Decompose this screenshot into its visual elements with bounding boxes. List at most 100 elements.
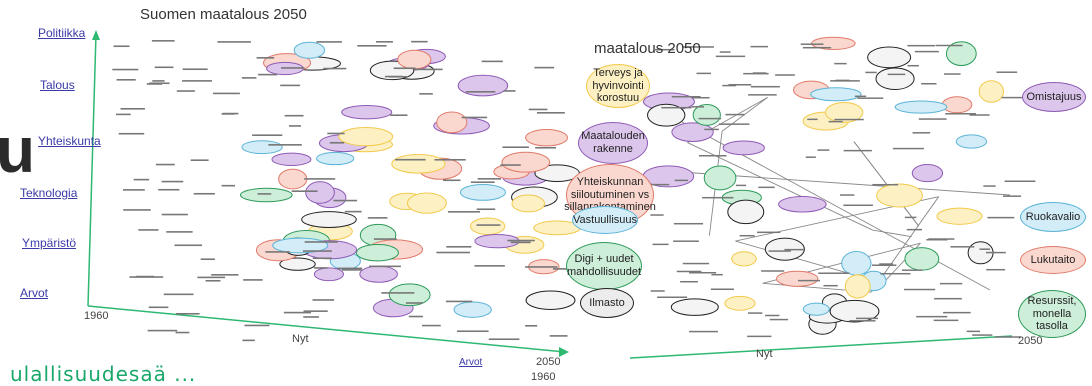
left-note-text [503, 90, 516, 92]
left-topic-bubble [406, 192, 447, 214]
right-connector-line [853, 141, 920, 227]
left-note-text [116, 113, 131, 116]
left-note-text [341, 269, 362, 271]
right-note-text [671, 95, 701, 98]
left-note-text [242, 339, 255, 342]
left-topic-bubble [293, 41, 326, 59]
right-topic-bubble [894, 100, 948, 114]
left-topic-bubble [436, 111, 468, 134]
left-note-text [405, 302, 423, 304]
row-label-ymparisto[interactable]: Ympäristö [22, 236, 77, 250]
left-panel-title: Suomen maatalous 2050 [140, 6, 307, 23]
right-note-text [994, 336, 1021, 338]
right-note-text [979, 248, 991, 250]
right-note-text [702, 196, 734, 199]
right-note-text [926, 238, 948, 241]
left-topic-bubble [341, 104, 393, 120]
left-note-text [528, 108, 548, 111]
right-note-text [950, 246, 975, 248]
left-note-text [281, 67, 305, 69]
left-note-text [553, 268, 570, 270]
right-note-text [674, 179, 689, 182]
left-note-text [474, 265, 505, 267]
right-note-text [871, 264, 897, 266]
partial-row-label[interactable]: Arvot [459, 357, 483, 368]
left-note-text [283, 311, 312, 314]
right-note-text [935, 44, 963, 47]
left-topic-bubble [278, 168, 308, 190]
left-note-text [163, 293, 194, 296]
left-note-text [182, 68, 208, 71]
right-note-text [682, 46, 714, 48]
left-topic-bubble [501, 151, 551, 173]
row-label-yhteiskunta[interactable]: Yhteiskunta [38, 134, 101, 148]
left-note-text [436, 251, 470, 254]
right-topic-bubble [776, 270, 819, 287]
row-label-talous[interactable]: Talous [40, 78, 75, 92]
right-note-text [761, 270, 785, 272]
left-note-text [244, 324, 270, 327]
left-note-text [243, 279, 263, 281]
right-note-text [807, 118, 818, 121]
right-topic-bubble [810, 87, 862, 102]
right-note-text [903, 288, 936, 291]
left-note-text [200, 258, 215, 261]
right-topic-bubble [670, 298, 719, 316]
right-note-text [914, 50, 939, 53]
right-note-text [784, 248, 804, 251]
left-note-text [414, 68, 443, 71]
right-note-text [943, 73, 961, 75]
left-note-text [174, 244, 203, 247]
left-note-text [166, 231, 193, 233]
left-topic-bubble [316, 151, 355, 166]
left-note-text [302, 250, 332, 252]
right-note-text [735, 184, 747, 187]
left-note-text [138, 229, 159, 231]
right-topic-bubble [724, 295, 756, 311]
right-note-text [775, 74, 795, 76]
left-note-text [133, 178, 150, 181]
left-y-axis-arrow [92, 30, 100, 40]
left-note-text [205, 279, 221, 282]
left-note-text [316, 41, 342, 43]
left-note-text [241, 77, 257, 79]
right-note-text [933, 319, 959, 322]
right-note-text [817, 149, 830, 151]
right-note-text [748, 94, 777, 96]
left-note-text [395, 158, 426, 161]
row-label-teknologia[interactable]: Teknologia [20, 186, 78, 200]
right-connector-line [872, 229, 912, 238]
left-note-text [367, 217, 388, 219]
left-topic-bubble [271, 152, 312, 166]
right-note-text [805, 156, 816, 158]
partial-footer-text: ulallisuudesaä ... [10, 362, 197, 386]
left-note-text [337, 267, 363, 270]
left-note-text [535, 146, 557, 149]
left-note-text [312, 257, 332, 260]
row-label-arvot[interactable]: Arvot [20, 286, 49, 300]
right-topic-bubble [841, 251, 872, 276]
right-note-text [765, 314, 780, 317]
left-note-text [476, 224, 501, 226]
right-note-text [651, 183, 670, 186]
left-note-text [175, 312, 200, 315]
stray-year-label: 1960 [531, 371, 556, 383]
left-topic-bubble [470, 217, 506, 236]
left-note-text [120, 108, 145, 110]
right-note-text [839, 194, 855, 196]
left-topic-bubble [511, 194, 546, 213]
right-note-text [843, 204, 873, 207]
right-note-text [872, 183, 899, 186]
left-note-text [158, 188, 180, 191]
left-note-text [461, 116, 488, 119]
left-note-text [222, 112, 239, 115]
right-note-text [834, 118, 864, 121]
left-note-text [393, 67, 416, 70]
legend-right-bubble-1: Ruokavalio [1020, 202, 1086, 232]
right-note-text [983, 185, 996, 187]
right-topic-bubble [778, 196, 827, 213]
left-note-text [549, 335, 568, 337]
right-note-text [661, 106, 692, 109]
row-label-politiikka[interactable]: Politiikka [38, 26, 86, 40]
